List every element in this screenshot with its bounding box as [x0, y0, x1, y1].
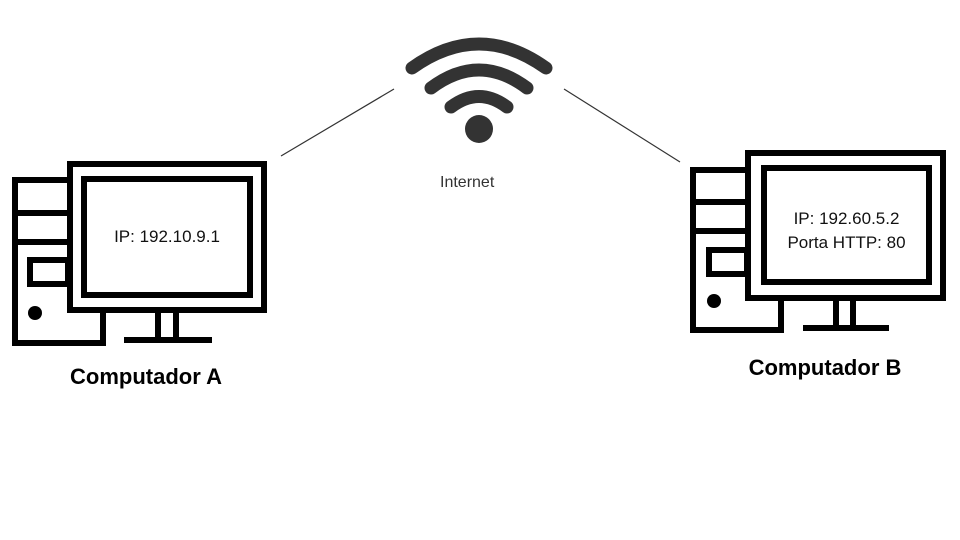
computer-b-icon [690, 150, 946, 333]
computer-b-power-led [707, 294, 721, 308]
computer-a-power-led [28, 306, 42, 320]
computer-b-title: Computador B [748, 355, 902, 380]
link-a-internet [280, 88, 395, 157]
computer-b-port: Porta HTTP: 80 [787, 233, 906, 252]
computer-a-icon [12, 161, 267, 346]
computer-a-title: Computador A [70, 364, 222, 389]
link-internet-b [563, 88, 681, 163]
wifi-icon [405, 37, 553, 143]
computer-a-ip: IP: 192.10.9.1 [114, 227, 220, 246]
internet-label: Internet [440, 174, 495, 191]
computer-b-ip: IP: 192.60.5.2 [793, 209, 900, 228]
